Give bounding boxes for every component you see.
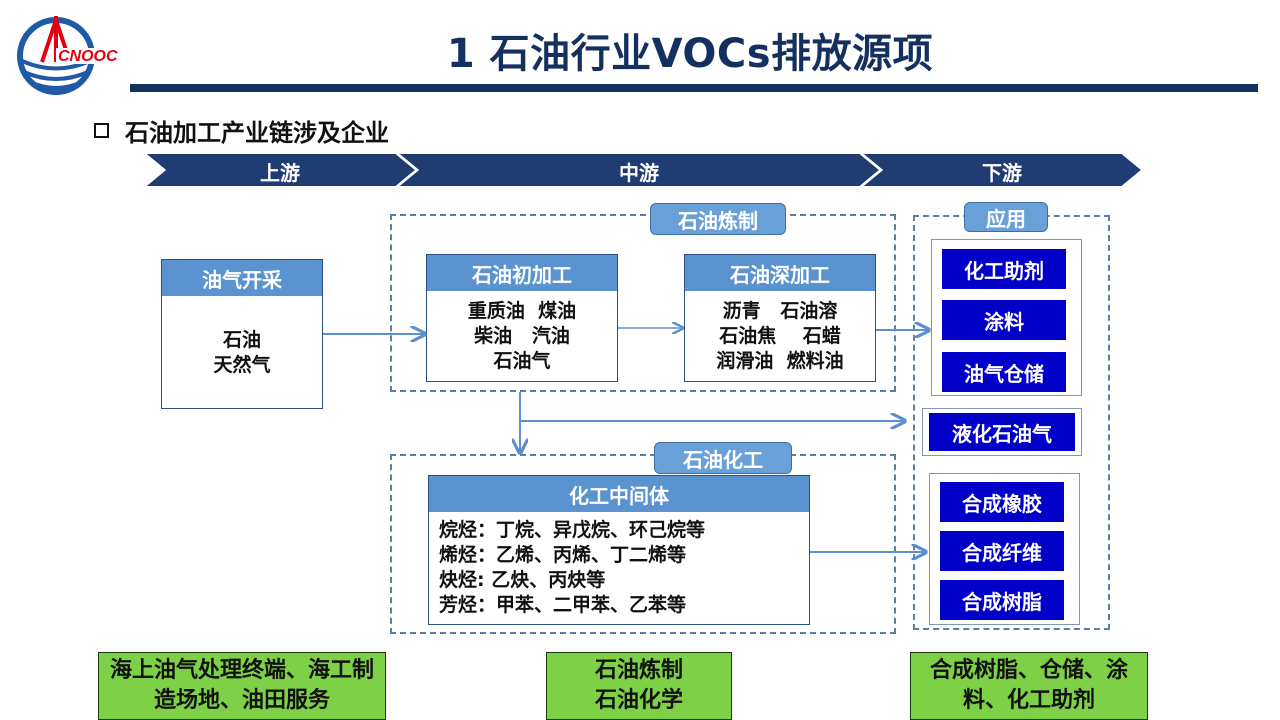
chevron-downstream xyxy=(860,153,1144,187)
cnooc-logo-icon: CNOOC xyxy=(17,16,128,95)
stage-upstream-label: 上游 xyxy=(260,160,300,185)
section-heading-text: 石油加工产业链涉及企业 xyxy=(125,118,389,147)
logo-text: CNOOC xyxy=(58,48,118,65)
chemical-tag: 石油化工 xyxy=(654,442,792,474)
intermediate-box: 化工中间体 烷烃：丁烷、异戊烷、环己烷等 烯烃：乙烯、丙烯、丁二烯等 炔烃: 乙… xyxy=(428,475,810,625)
primary-processing-box: 石油初加工 重质油 煤油 柴油 汽油 石油气 xyxy=(426,254,618,382)
refining-group xyxy=(390,214,896,392)
intermediate-line: 芳烃：甲苯、二甲苯、乙苯等 xyxy=(439,594,687,616)
intermediate-line: 炔烃: 乙炔、丙炔等 xyxy=(439,569,606,591)
upstream-line: 石油 xyxy=(222,329,261,351)
app-item-lpg: 液化石油气 xyxy=(929,413,1075,451)
deep-line: 润滑油 燃料油 xyxy=(716,350,844,372)
chevron-midstream xyxy=(396,153,882,187)
app-item-chemical-additive: 化工助剂 xyxy=(942,249,1066,289)
stage-midstream-label: 中游 xyxy=(619,160,659,185)
primary-line: 石油气 xyxy=(493,350,551,372)
upstream-line: 天然气 xyxy=(213,354,271,376)
deep-processing-title: 石油深加工 xyxy=(685,255,875,291)
stage-downstream-label: 下游 xyxy=(982,160,1022,185)
primary-processing-title: 石油初加工 xyxy=(427,255,617,291)
section-heading: 石油加工产业链涉及企业 xyxy=(94,114,389,147)
title-rule xyxy=(130,84,1258,92)
app-item-synthetic-rubber: 合成橡胶 xyxy=(940,482,1064,522)
deep-processing-box: 石油深加工 沥青 石油溶 石油焦 石蜡 润滑油 燃料油 xyxy=(684,254,876,382)
upstream-box-title: 油气开采 xyxy=(162,260,322,296)
chevron-upstream xyxy=(143,153,418,187)
deep-line: 石油焦 石蜡 xyxy=(719,325,841,347)
app-item-synthetic-resin: 合成树脂 xyxy=(940,580,1064,620)
page-title: 1 石油行业VOCs排放源项 xyxy=(446,31,934,77)
logo: CNOOC xyxy=(12,6,130,102)
app-item-oil-gas-storage: 油气仓储 xyxy=(942,352,1066,392)
industry-downstream: 合成树脂、仓储、涂料、化工助剂 xyxy=(910,652,1148,720)
refining-tag: 石油炼制 xyxy=(650,203,786,235)
industry-midstream-text: 石油炼制 石油化学 xyxy=(594,658,683,713)
app-item-synthetic-fiber: 合成纤维 xyxy=(940,531,1064,571)
deep-line: 沥青 石油溶 xyxy=(722,300,838,322)
upstream-box: 油气开采 石油 天然气 xyxy=(161,259,323,409)
primary-line: 柴油 汽油 xyxy=(474,325,570,347)
application-tag: 应用 xyxy=(964,202,1048,232)
intermediate-line: 烯烃：乙烯、丙烯、丁二烯等 xyxy=(439,544,687,566)
chemical-group xyxy=(390,454,896,634)
industry-midstream: 石油炼制 石油化学 xyxy=(546,652,732,720)
primary-line: 重质油 煤油 xyxy=(467,300,577,322)
app-item-coating: 涂料 xyxy=(942,300,1066,340)
app-item-lpg-frame: 液化石油气 xyxy=(922,408,1082,456)
intermediate-line: 烷烃：丁烷、异戊烷、环己烷等 xyxy=(439,519,706,541)
intermediate-title: 化工中间体 xyxy=(429,476,809,512)
checkbox-bullet-icon xyxy=(94,122,109,138)
